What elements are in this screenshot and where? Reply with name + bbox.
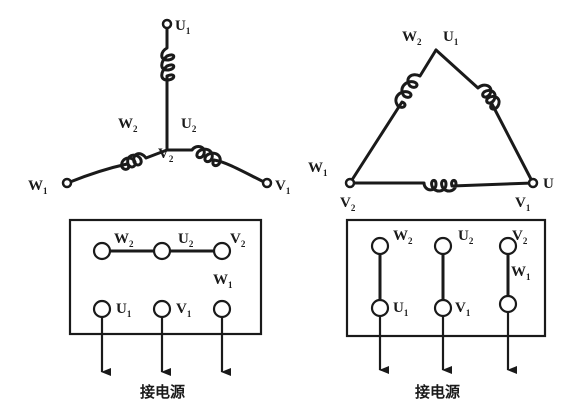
star-box-terminal-v1 xyxy=(152,299,172,319)
star-box-label-u2: U2 xyxy=(178,231,194,249)
star-winding-diagram: U1 W2 U2 V2 W1 V1 xyxy=(28,18,291,196)
star-box-terminal-u1 xyxy=(92,299,112,319)
star-box-label-w1: W1 xyxy=(213,272,233,290)
delta-box-label-v2: V2 xyxy=(512,228,528,246)
star-box-frame xyxy=(68,218,263,336)
star-box-terminal-w1 xyxy=(212,299,232,319)
star-caption: 接电源 xyxy=(140,383,185,401)
star-label-w1: W1 xyxy=(28,178,48,196)
delta-box-label-w2: W2 xyxy=(393,228,413,246)
delta-label-v1: V1 xyxy=(515,195,531,213)
star-box-label-v2: V2 xyxy=(230,231,246,249)
delta-box-label-u1: U1 xyxy=(393,300,409,318)
star-label-u2: U2 xyxy=(181,116,197,134)
star-box-label-u1: U1 xyxy=(116,301,132,319)
delta-box-terminal-u1 xyxy=(370,298,390,318)
delta-terminal-box: W2 U2 V2 W1 U1 V1 接电源 xyxy=(345,218,547,401)
star-label-w2: W2 xyxy=(118,116,138,134)
star-terminal-w1 xyxy=(61,177,73,189)
delta-winding-diagram: W2 U1 W1 U V2 V1 xyxy=(308,29,554,213)
delta-label-u: U xyxy=(543,176,554,192)
delta-box-label-v1: V1 xyxy=(455,300,471,318)
delta-box-label-w1: W1 xyxy=(511,264,531,282)
star-box-label-v1: V1 xyxy=(176,301,192,319)
delta-winding-left xyxy=(348,48,438,185)
star-winding-w xyxy=(68,148,169,184)
delta-box-terminal-v1 xyxy=(433,298,453,318)
star-terminal-v1 xyxy=(261,177,273,189)
delta-box-label-u2: U2 xyxy=(458,228,474,246)
star-winding-v xyxy=(165,145,266,184)
delta-label-w2: W2 xyxy=(402,29,422,47)
star-box-label-w2: W2 xyxy=(114,231,134,249)
delta-box-terminal-w2 xyxy=(370,236,390,256)
star-winding-u xyxy=(160,26,176,152)
star-terminal-box: W2 U2 V2 W1 U1 V1 接电源 xyxy=(68,218,263,401)
delta-winding-bottom xyxy=(348,178,535,193)
delta-caption: 接电源 xyxy=(415,383,460,401)
delta-label-v2: V2 xyxy=(340,195,356,213)
delta-winding-right xyxy=(434,48,535,185)
star-label-v1: V1 xyxy=(275,178,291,196)
star-box-terminal-v2 xyxy=(212,241,232,261)
delta-box-terminal-u2 xyxy=(433,236,453,256)
star-box-terminal-u2 xyxy=(152,241,172,261)
delta-terminal-right xyxy=(527,177,539,189)
star-label-u1: U1 xyxy=(175,18,191,36)
delta-label-u1: U1 xyxy=(443,29,459,47)
delta-box-frame xyxy=(345,218,547,338)
delta-box-terminal-w1 xyxy=(498,294,518,314)
delta-label-w1: W1 xyxy=(308,160,328,178)
delta-terminal-left xyxy=(344,177,356,189)
star-terminal-u1 xyxy=(161,18,173,30)
star-box-terminal-w2 xyxy=(92,241,112,261)
delta-box-terminal-v2 xyxy=(498,236,518,256)
star-label-v2: V2 xyxy=(158,146,174,164)
